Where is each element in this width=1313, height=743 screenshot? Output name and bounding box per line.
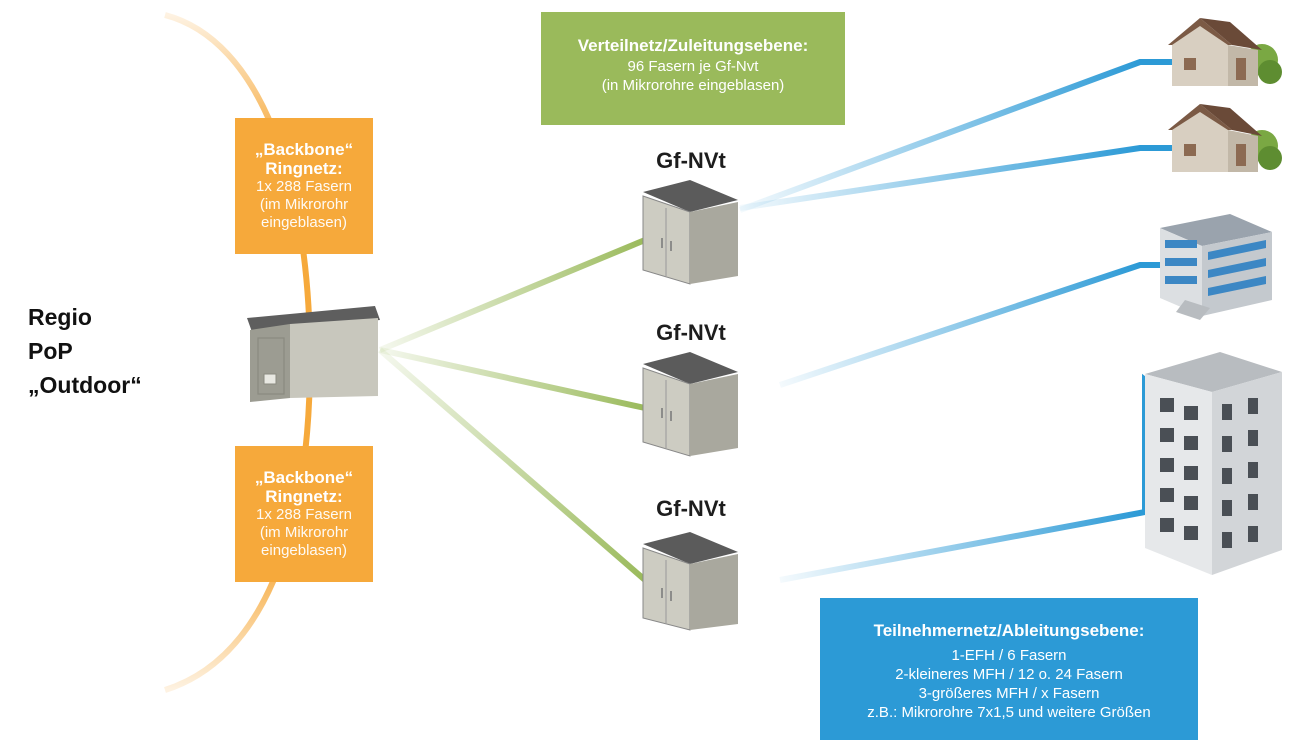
backbone-bottom-title-line-2: Ringnetz:: [265, 487, 343, 506]
drop-line-3: [779, 262, 1165, 388]
feeder-line-1: [378, 237, 647, 353]
backbone-top-body-line-3: eingeblasen): [261, 214, 347, 231]
backbone-bottom-box: „Backbone“ Ringnetz: 1x 288 Fasern (im M…: [235, 446, 373, 582]
teilnehmernetz-body-line-1: 1-EFH / 6 Fasern: [951, 647, 1067, 664]
feeder-line-2: [379, 347, 646, 411]
verteilnetz-body-line-2: (in Mikrorohre eingeblasen): [601, 77, 785, 94]
teilnehmernetz-body-line-2: 2-kleineres MFH / 12 o. 24 Fasern: [895, 666, 1123, 683]
teilnehmernetz-box: Teilnehmernetz/Ableitungsebene: 1-EFH / …: [820, 598, 1198, 740]
pop-label: Regio PoP „Outdoor“: [28, 300, 142, 402]
teilnehmernetz-body-line-4: z.B.: Mikrorohre 7x1,5 und weitere Größe…: [867, 704, 1151, 721]
backbone-top-body-line-1: 1x 288 Fasern: [256, 178, 352, 195]
backbone-bottom-body-line-2: (im Mikrorohr: [259, 524, 349, 541]
teilnehmernetz-body-line-3: 3-größeres MFH / x Fasern: [918, 685, 1100, 702]
verteilnetz-title: Verteilnetz/Zuleitungsebene:: [577, 36, 809, 55]
backbone-top-box: „Backbone“ Ringnetz: 1x 288 Fasern (im M…: [235, 118, 373, 254]
nvt-cabinet-icon-1: [642, 180, 738, 285]
backbone-bottom-body-line-3: eingeblasen): [261, 542, 347, 559]
nvt-cabinet-icon-2: [642, 352, 738, 457]
nvt-label-3: Gf-NVt: [656, 496, 726, 521]
pop-label-line-1: Regio: [28, 304, 92, 330]
feeder-line-3: [378, 347, 647, 583]
pop-cabinet-icon: [247, 306, 380, 402]
backbone-top-title-line-1: „Backbone“: [254, 140, 354, 159]
backbone-bottom-title-line-1: „Backbone“: [254, 468, 354, 487]
nvt-cabinet-icon-3: [642, 532, 738, 631]
pop-label-line-3: „Outdoor“: [28, 372, 142, 398]
large-apartment-building-icon: [1145, 352, 1282, 575]
house-icon-1: [1168, 18, 1282, 86]
backbone-top-title-line-2: Ringnetz:: [265, 159, 343, 178]
house-icon-2: [1168, 104, 1282, 172]
teilnehmernetz-title: Teilnehmernetz/Ableitungsebene:: [873, 621, 1145, 640]
nvt-label-2: Gf-NVt: [656, 320, 726, 345]
backbone-bottom-body-line-1: 1x 288 Fasern: [256, 506, 352, 523]
verteilnetz-body-line-1: 96 Fasern je Gf-Nvt: [627, 58, 759, 75]
backbone-top-body-line-2: (im Mikrorohr: [259, 196, 349, 213]
nvt-label-1: Gf-NVt: [656, 148, 726, 173]
pop-label-line-2: PoP: [28, 338, 73, 364]
verteilnetz-box: Verteilnetz/Zuleitungsebene: 96 Fasern j…: [541, 12, 845, 125]
small-apartment-building-icon: [1160, 214, 1272, 320]
